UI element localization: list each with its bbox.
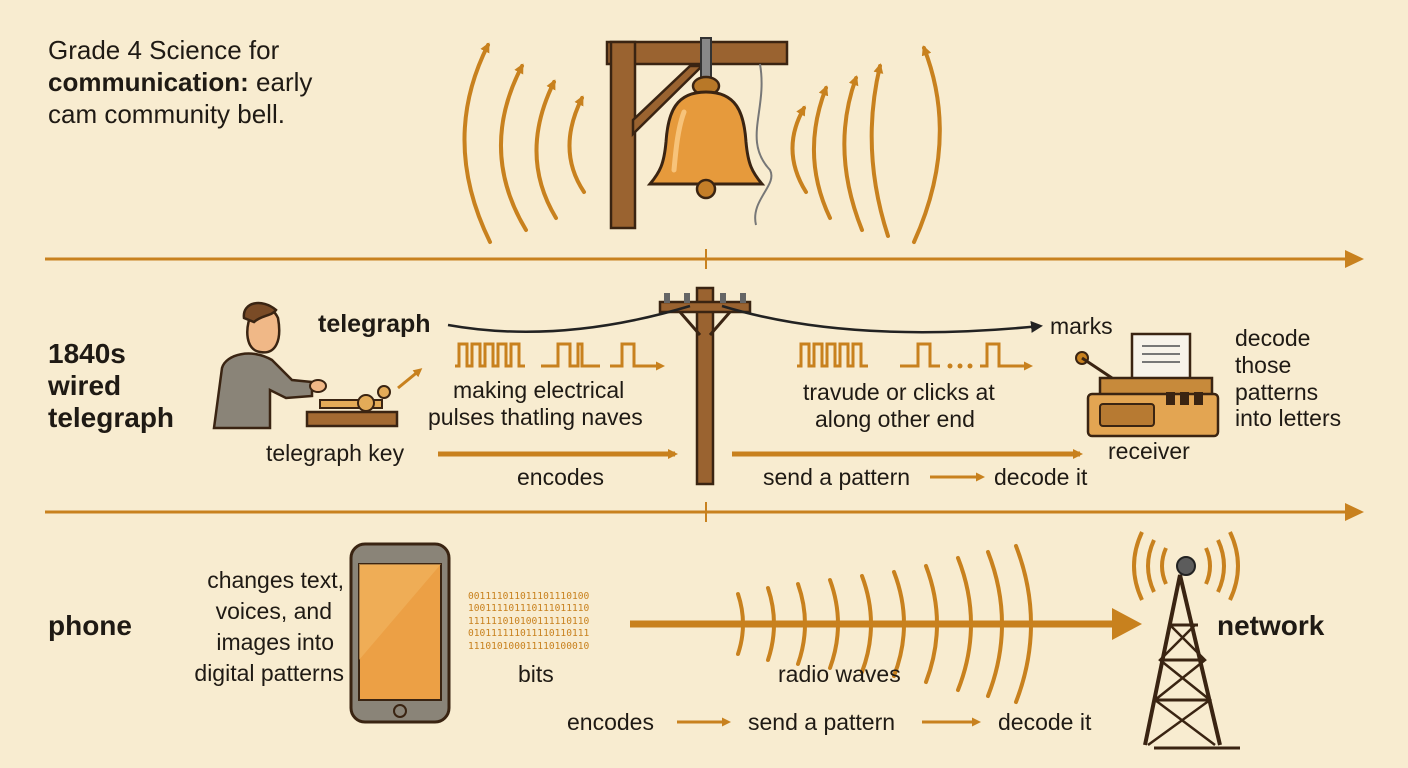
telegraph-wire-right: [721, 304, 1043, 334]
decode-caption-line-3: patterns: [1235, 379, 1319, 405]
changes-caption-line-3: images into: [216, 629, 334, 655]
bits-row: 111010100011110100010: [468, 640, 590, 652]
receiver-machine-icon: [1075, 332, 1220, 438]
pulse-train-left: [455, 342, 665, 371]
telegraph-key-icon: [305, 368, 423, 428]
binary-bits-block: 001111011011101110100 100111101110111011…: [468, 591, 589, 653]
title-line-2-rest: early: [256, 67, 313, 97]
decode-caption-line-4: into letters: [1235, 405, 1342, 431]
smartphone-icon: [349, 542, 451, 724]
telegraph-pole-icon: [658, 286, 752, 486]
telegraph-label: telegraph: [318, 310, 431, 338]
sound-waves-right: [790, 45, 942, 244]
bits-row: 100111101110111011110: [468, 603, 590, 615]
bits-row: 010111111011110110111: [468, 628, 590, 640]
bell-icon: [605, 37, 789, 230]
person-icon: [212, 301, 327, 430]
telegraph-key-label: telegraph key: [266, 440, 405, 466]
pulses-caption-line-2: pulses thatling naves: [428, 404, 643, 430]
bits-row: 111111010100111110110: [468, 615, 590, 627]
era-label-telegraph-line-1: 1840s: [48, 338, 126, 369]
timeline-divider-bottom: [45, 502, 1364, 522]
telegraph-wire-left: [447, 304, 691, 333]
cell-tower-icon: [1132, 531, 1240, 750]
era-label-telegraph-line-2: wired: [48, 370, 122, 401]
bits-row: 001111011011101110100: [468, 591, 590, 602]
decode-caption-line-1: decode: [1235, 325, 1311, 351]
decode-it-label-phone: decode it: [998, 709, 1092, 735]
timeline-divider-top: [45, 249, 1364, 269]
marks-label: marks: [1050, 313, 1113, 339]
pulse-train-right: [797, 342, 1033, 371]
bits-label: bits: [518, 661, 554, 687]
network-label: network: [1217, 610, 1325, 641]
era-label-telegraph-line-3: telegraph: [48, 402, 175, 433]
sound-waves-left: [462, 42, 586, 244]
pulses-caption-line-1: making electrical: [453, 377, 625, 403]
radio-waves-label: radio waves: [778, 661, 901, 687]
clicks-caption-line-2: along other end: [815, 406, 975, 432]
changes-caption-line-1: changes text,: [207, 567, 344, 593]
title-line-2: communication: early: [48, 67, 313, 97]
decode-it-label-telegraph: decode it: [994, 464, 1088, 490]
era-label-phone: phone: [48, 610, 132, 641]
receiver-label: receiver: [1108, 438, 1190, 464]
changes-caption-line-4: digital patterns: [194, 660, 344, 686]
radio-waves-icon: [736, 544, 1033, 704]
title-line-1: Grade 4 Science for: [48, 35, 280, 65]
decode-caption-line-2: those: [1235, 352, 1292, 378]
title-keyword: communication:: [48, 67, 249, 97]
send-pattern-label-telegraph: send a pattern: [763, 464, 911, 490]
encodes-label-phone: encodes: [567, 709, 654, 735]
clicks-caption-line-1: travude or clicks at: [803, 379, 995, 405]
encodes-label-telegraph: encodes: [517, 464, 604, 490]
title-line-3: cam community bell.: [48, 99, 285, 129]
send-pattern-label-phone: send a pattern: [748, 709, 896, 735]
changes-caption-line-2: voices, and: [215, 598, 332, 624]
